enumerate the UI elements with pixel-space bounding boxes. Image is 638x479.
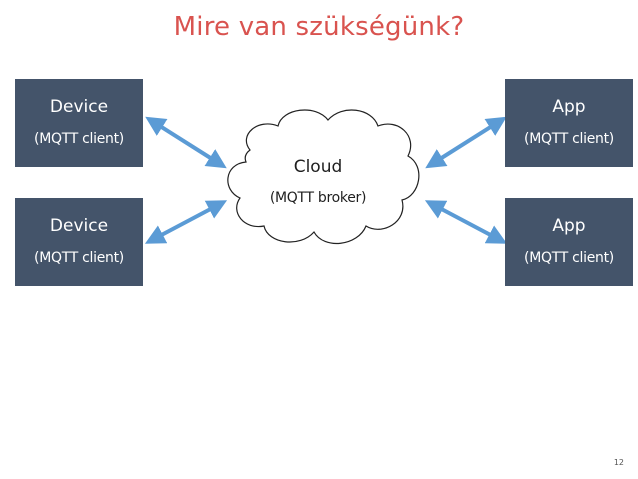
- device-box-top: Device (MQTT client): [15, 79, 143, 167]
- app-bottom-name: App: [552, 216, 586, 236]
- device-top-name: Device: [49, 97, 109, 117]
- page-number: 12: [613, 458, 624, 467]
- device-bottom-role: (MQTT client): [34, 250, 124, 266]
- device-bottom-name: Device: [49, 216, 109, 236]
- app-box-top: App (MQTT client): [505, 79, 633, 167]
- app-top-role: (MQTT client): [524, 131, 614, 147]
- device-box-bottom: Device (MQTT client): [15, 198, 143, 286]
- arrow-device-top-cloud: [145, 116, 227, 169]
- device-top-role: (MQTT client): [34, 131, 124, 147]
- arrow-app-bottom-cloud: [424, 200, 508, 244]
- app-box-bottom: App (MQTT client): [505, 198, 633, 286]
- app-top-name: App: [552, 97, 586, 117]
- cloud-name: Cloud: [293, 157, 343, 177]
- cloud-role: (MQTT broker): [269, 190, 367, 206]
- arrow-device-bottom-cloud: [144, 200, 228, 244]
- slide-title: Mire van szükségünk?: [173, 12, 465, 42]
- arrow-app-top-cloud: [425, 116, 507, 169]
- app-bottom-role: (MQTT client): [524, 250, 614, 266]
- cloud-shape: [227, 109, 420, 245]
